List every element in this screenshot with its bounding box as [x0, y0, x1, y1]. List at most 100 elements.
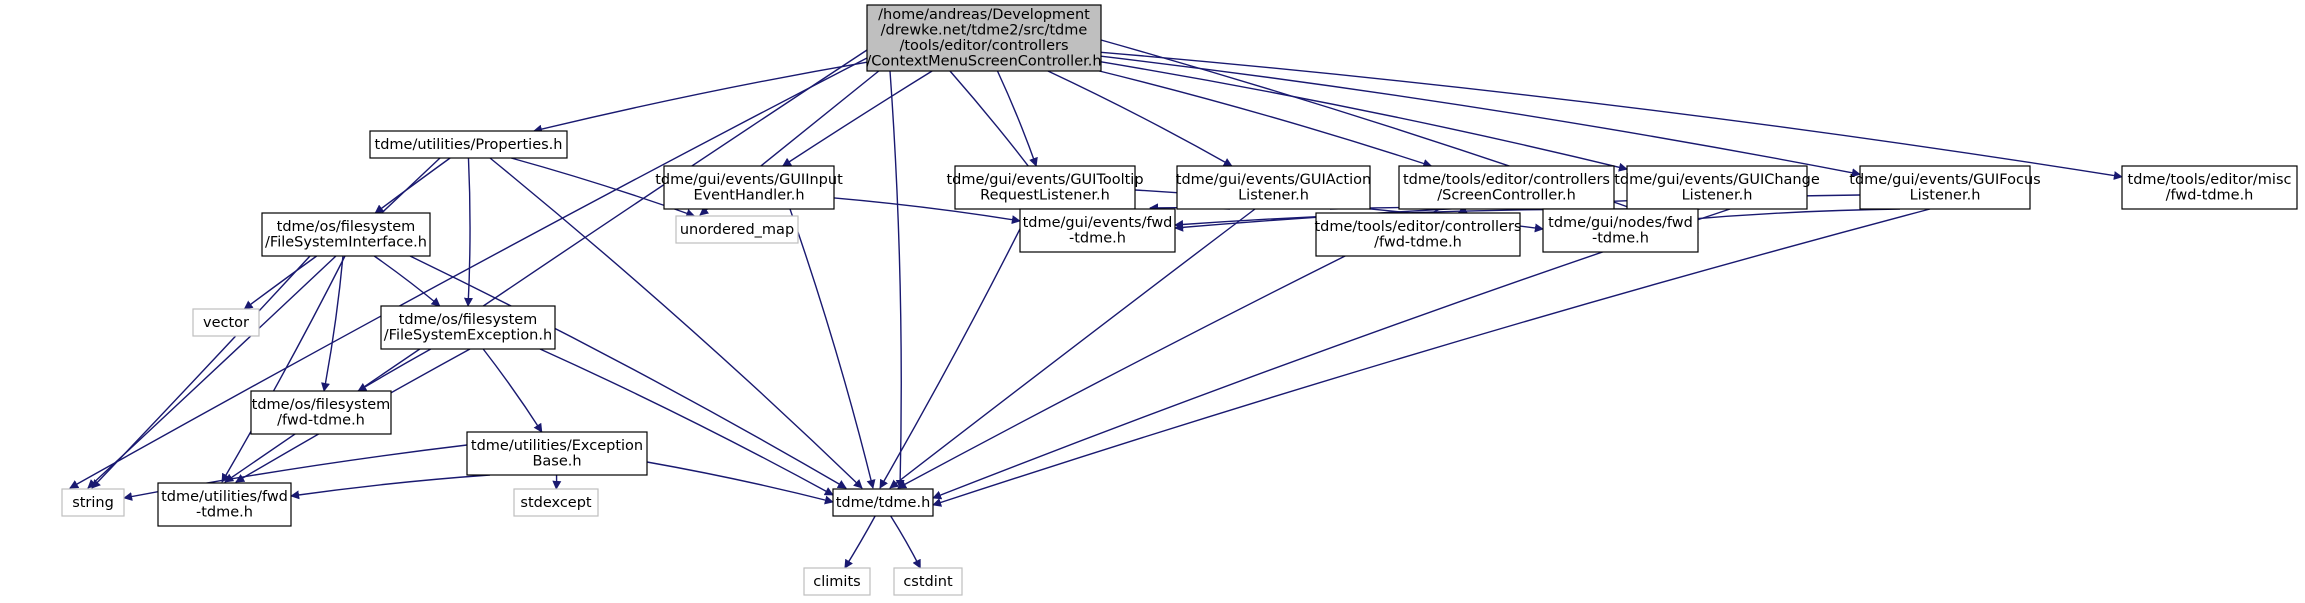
node-vector[interactable]: vector — [192, 308, 260, 337]
cstdint-label-line: cstdint — [903, 574, 953, 590]
edge-root-to-guitooltip — [996, 70, 1038, 167]
fsfwd-label-line: tdme/os/filesystem — [252, 397, 391, 413]
node-fsfwd[interactable]: tdme/os/filesystem/fwd-tdme.h — [250, 390, 392, 435]
exceptionbase-label-line: tdme/utilities/Exception — [471, 438, 643, 454]
node-eventsfwd[interactable]: tdme/gui/events/fwd-tdme.h — [1019, 208, 1176, 253]
cstdint-box — [893, 567, 963, 596]
fsinterface-box — [261, 212, 431, 257]
root-box — [866, 4, 1102, 72]
edge-properties-to-tdme — [489, 157, 863, 489]
node-guitooltip[interactable]: tdme/gui/events/GUITooltipRequestListene… — [946, 165, 1144, 210]
stdexcept-box — [513, 488, 599, 517]
nodes-layer: /home/andreas/Development/drewke.net/tdm… — [61, 4, 2298, 596]
edge-fsinterface-to-utilfwd — [221, 255, 346, 483]
edge-tdme-to-cstdint — [890, 515, 921, 569]
fsfwd-box — [250, 390, 392, 435]
guiaction-label-line: tdme/gui/events/GUIAction — [1176, 172, 1371, 188]
edge-fsinterface-to-vector — [243, 255, 318, 310]
edges-layer — [69, 39, 2123, 569]
edge-root-to-guifocus — [1100, 55, 1861, 178]
edge-fsexception-to-exceptionbase — [482, 348, 543, 433]
node-unordered_map[interactable]: unordered_map — [675, 215, 799, 244]
edge-root-to-nodesfwd — [1100, 39, 1699, 234]
unordered_map-label-line: unordered_map — [680, 222, 794, 238]
edge-guitooltip-to-tdme — [879, 208, 1031, 489]
edge-root-to-guiaction — [1047, 70, 1233, 167]
vector-box — [192, 308, 260, 337]
controllersfwd-label-line: /fwd-tdme.h — [1374, 235, 1462, 251]
edge-tdme-to-climits — [844, 515, 876, 569]
edge-guiaction-to-tdme — [889, 208, 1256, 489]
string-label-line: string — [72, 495, 114, 511]
tdme-label-line: tdme/tdme.h — [836, 495, 931, 511]
guichange-label-line: tdme/gui/events/GUIChange — [1614, 172, 1820, 188]
exceptionbase-box — [466, 431, 648, 476]
edge-guiinput-to-tdme — [789, 208, 876, 489]
fsinterface-label-line: tdme/os/filesystem — [277, 219, 416, 235]
utilfwd-label-line: tdme/utilities/fwd — [161, 489, 288, 505]
edge-guiinput-to-eventsfwd — [833, 197, 1021, 225]
miscfwd-label-line: /fwd-tdme.h — [2166, 188, 2254, 204]
eventsfwd-label-line: -tdme.h — [1069, 231, 1126, 247]
guitooltip-box — [954, 165, 1136, 210]
node-properties[interactable]: tdme/utilities/Properties.h — [369, 130, 568, 159]
edge-guifocus-to-tdme — [932, 208, 1931, 507]
fsfwd-label-line: /fwd-tdme.h — [277, 413, 365, 429]
node-screencontroller[interactable]: tdme/tools/editor/controllers/ScreenCont… — [1398, 165, 1615, 210]
root-label-line: /tools/editor/controllers — [899, 38, 1068, 54]
edge-fsexception-to-fsfwd — [357, 348, 432, 392]
guichange-box — [1626, 165, 1808, 210]
string-box — [61, 488, 125, 517]
guiinput-label-line: EventHandler.h — [693, 188, 804, 204]
nodesfwd-label-line: -tdme.h — [1592, 231, 1649, 247]
edge-root-to-tdme — [889, 70, 905, 489]
properties-label-line: tdme/utilities/Properties.h — [375, 137, 563, 153]
guiaction-label-line: Listener.h — [1238, 188, 1309, 204]
fsexception-box — [380, 305, 556, 350]
guifocus-label-line: tdme/gui/events/GUIFocus — [1849, 172, 2040, 188]
controllersfwd-box — [1315, 212, 1521, 257]
screencontroller-label-line: tdme/tools/editor/controllers — [1403, 172, 1610, 188]
miscfwd-box — [2121, 165, 2298, 210]
node-tdme[interactable]: tdme/tdme.h — [832, 488, 934, 517]
node-stdexcept[interactable]: stdexcept — [513, 488, 599, 517]
node-utilfwd[interactable]: tdme/utilities/fwd-tdme.h — [157, 482, 292, 527]
edge-root-to-string — [69, 57, 868, 489]
controllersfwd-label-line: tdme/tools/editor/controllers — [1314, 219, 1521, 235]
edge-root-to-properties — [532, 61, 868, 134]
edge-fsinterface-to-fsexception — [373, 255, 441, 307]
node-fsexception[interactable]: tdme/os/filesystem/FileSystemException.h — [380, 305, 556, 350]
edge-properties-to-string — [87, 157, 441, 489]
guifocus-box — [1859, 165, 2031, 210]
edge-root-to-screencontroller — [1099, 70, 1433, 168]
edge-root-to-guichange — [1100, 61, 1628, 172]
edge-fsinterface-to-fsfwd — [321, 255, 344, 392]
fsexception-label-line: tdme/os/filesystem — [399, 312, 538, 328]
climits-box — [803, 567, 871, 596]
node-fsinterface[interactable]: tdme/os/filesystem/FileSystemInterface.h — [261, 212, 431, 257]
edge-fsexception-to-tdme — [539, 348, 834, 496]
guitooltip-label-line: RequestListener.h — [980, 188, 1110, 204]
edge-root-to-guiinput — [782, 70, 933, 167]
node-string[interactable]: string — [61, 488, 125, 517]
node-miscfwd[interactable]: tdme/tools/editor/misc/fwd-tdme.h — [2121, 165, 2298, 210]
nodesfwd-box — [1542, 208, 1699, 253]
node-cstdint[interactable]: cstdint — [893, 567, 963, 596]
climits-label-line: climits — [813, 574, 860, 590]
edge-fsinterface-to-string — [91, 255, 311, 489]
guitooltip-label-line: tdme/gui/events/GUITooltip — [946, 172, 1143, 188]
node-nodesfwd[interactable]: tdme/gui/nodes/fwd-tdme.h — [1542, 208, 1699, 253]
node-controllersfwd[interactable]: tdme/tools/editor/controllers/fwd-tdme.h — [1314, 212, 1522, 257]
properties-box — [369, 130, 568, 159]
node-climits[interactable]: climits — [803, 567, 871, 596]
guiinput-label-line: tdme/gui/events/GUIInput — [655, 172, 843, 188]
miscfwd-label-line: tdme/tools/editor/misc — [2128, 172, 2292, 188]
fsinterface-label-line: /FileSystemInterface.h — [265, 235, 427, 251]
screencontroller-box — [1398, 165, 1615, 210]
